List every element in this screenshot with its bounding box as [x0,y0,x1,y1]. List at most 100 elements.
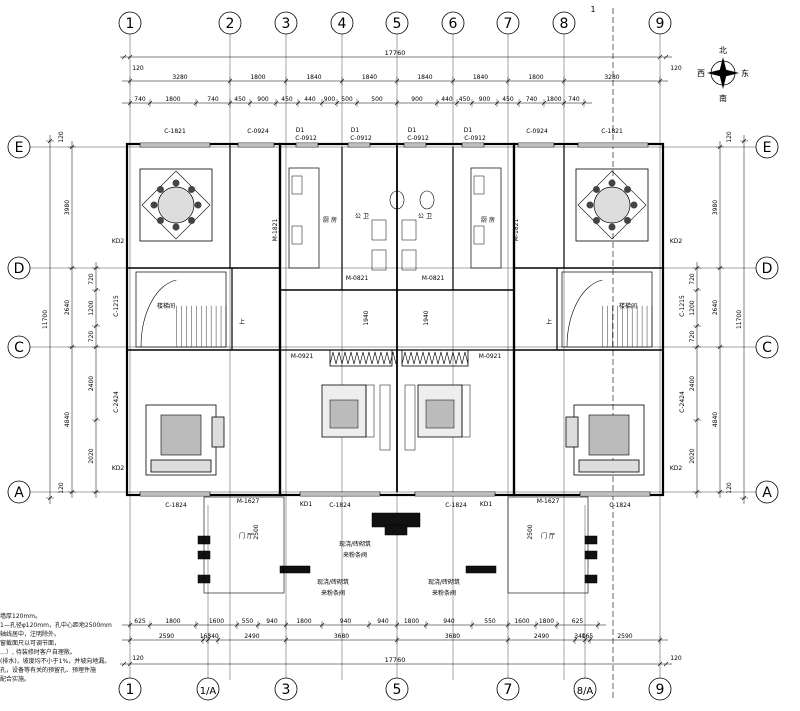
dim-left-sub: 2020 [88,448,95,463]
label-win_c0924: C-0924 [526,128,548,135]
design-notes: 墙厚120mm。 1—孔径φ120mm，孔中心距地2500mm 轴线居中，注明除… [0,612,128,684]
dining-rug [575,168,649,242]
dim-offset-right: 120 [726,482,733,494]
dim-tick [255,622,261,628]
dim-tick [717,265,723,271]
note-line: 1—孔径φ120mm，孔中心距地2500mm [0,622,112,629]
label-win_c0912: C-0912 [350,135,372,142]
dim-tick [47,138,53,144]
entry-step [384,524,408,536]
axis-bubble-right-label: C [762,340,772,356]
label-wc: 公 卫 [355,213,369,220]
axis-bubble-top-label: 7 [504,16,513,32]
dim-tick [273,100,279,106]
axis-bubble-top-label: 8 [560,16,569,32]
walls [125,142,665,594]
label-door_m0821: M-0821 [422,275,445,282]
dim-tick [247,100,253,106]
label-door_m0921: M-0921 [291,353,314,360]
dim-left-sub: 1200 [88,300,95,315]
dim-tick [121,661,127,667]
label-door_m1627: M-1627 [237,498,260,505]
dim-tick [394,622,400,628]
axis-bubble-bottom [196,677,220,701]
label-stair_down: 楼梯间 [619,302,637,310]
dim-tick [694,265,700,271]
sink [291,175,303,195]
note-line: 配合实施。 [0,676,31,683]
label-column_note2: 来粉条阀 [343,551,367,559]
dim-tick [354,100,360,106]
wardrobe [404,384,416,451]
kitchen-counter [288,167,320,269]
dim-top-row2: 900 [324,96,336,103]
axis-bubble-left [7,135,31,159]
dim-tick [200,637,206,643]
dim-top-row2: 900 [411,96,423,103]
note-line: 孔，设备等有关的预留孔、预埋件施 [0,667,97,674]
dim-tick [717,344,723,350]
dining-table [157,186,195,224]
outer-wall-right [512,142,665,497]
dim-bottom-row2: 165 [582,633,594,640]
label-win_c0912: C-0912 [464,135,486,142]
label-column_note: 现浇/砖砌筑 [317,578,349,586]
axis-bubble-right-label: D [762,261,773,277]
dim-right-seg: 4840 [712,412,719,427]
dining-table [593,186,631,224]
axis-bubble-top-label: 3 [282,16,291,32]
axis-bubble-bottom-label: 3 [282,682,291,698]
dim-tick [227,78,233,84]
bed-cover [329,399,359,429]
dim-tick [657,78,663,84]
label-dim_1940: 1940 [423,310,430,325]
label-kd1: KD1 [480,501,493,508]
dim-tick [505,637,511,643]
dimension-lines [30,8,770,700]
axis-bubble-top-label: 4 [338,16,347,32]
dim-bottom-row1: 1800 [296,618,311,625]
label-win_c1821: C-1821 [164,128,186,135]
dim-tick [93,417,99,423]
dim-top-row2: 440 [304,96,316,103]
dim-tick [215,637,221,643]
dining-chair [156,185,164,193]
room-furniture [135,167,653,476]
dim-top-row2: 900 [257,96,269,103]
axis-bubble-left-label: E [15,140,24,156]
axis-bubble-top [118,11,142,35]
label-win_c2424: C-2424 [113,391,120,413]
sink [473,175,485,195]
dim-right-total: 11700 [736,310,743,329]
dim-tick [283,78,289,84]
dim-top-row1: 3280 [604,74,619,81]
dim-tick [127,622,133,628]
dim-bottom-row1: 940 [443,618,455,625]
compass-needle-ew [707,69,739,77]
dim-offset-bottom: 120 [670,655,682,662]
dim-tick [595,622,601,628]
dim-tick [394,100,400,106]
dim-tick [663,54,669,60]
dim-tick [394,637,400,643]
armchair [565,416,579,448]
dim-top-row2: 450 [459,96,471,103]
label-stair_down: 楼梯间 [157,302,175,310]
note-line: 窗截面尺以可调节面， [0,640,61,647]
dim-bottom-row2: 3680 [334,633,349,640]
porch-column [584,574,598,584]
dim-bottom-row1: 625 [572,618,584,625]
dim-bottom-row1: 625 [134,618,146,625]
axis-bubble-left [7,256,31,280]
dim-top-row2: 450 [502,96,514,103]
dining-chair [630,201,638,209]
dim-bottom-row1: 940 [340,618,352,625]
dim-tick [193,100,199,106]
label-win_c0912: C-0912 [407,135,429,142]
label-kd2: KD2 [112,465,125,472]
label-win_c1824: C-1824 [165,502,187,509]
dim-tick [394,78,400,84]
dim-offset-top: 120 [132,65,144,72]
